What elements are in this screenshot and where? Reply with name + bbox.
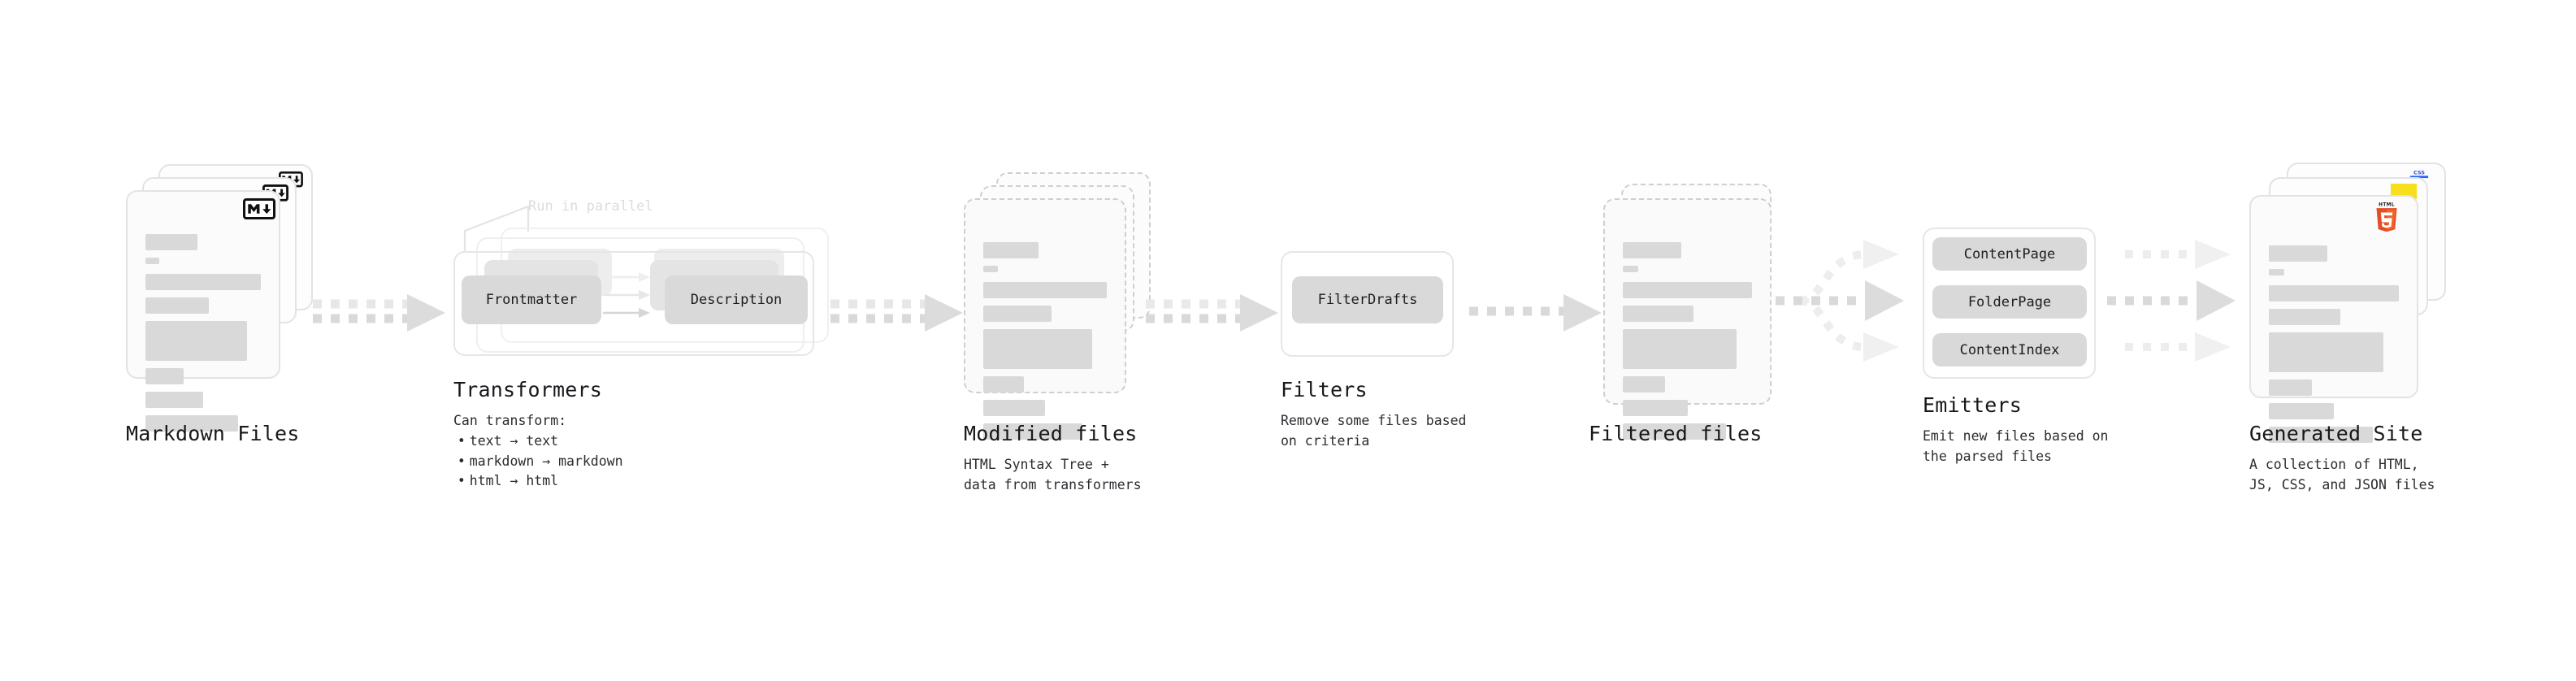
generated-site-caption: Generated Site A collection of HTML, JS,… xyxy=(2249,422,2435,496)
content-line xyxy=(1623,242,1681,258)
filtered-files-title: Filtered files xyxy=(1589,422,1763,445)
emitter-chip-folderpage[interactable]: FolderPage xyxy=(1932,285,2087,319)
connector-markdown-to-transformers xyxy=(313,294,445,332)
content-line xyxy=(983,282,1107,298)
content-line xyxy=(2269,309,2340,325)
modified-files-stack xyxy=(964,172,1151,440)
transformers-title: Transformers xyxy=(453,378,603,401)
emitters-title: Emitters xyxy=(1923,393,2023,417)
filtered-files-caption: Filtered files xyxy=(1589,422,1763,446)
transformers-subtitle-lead: Can transform: xyxy=(453,413,567,428)
content-line xyxy=(2269,403,2334,419)
content-line xyxy=(1623,400,1688,416)
filters-subtitle-line: on criteria xyxy=(1281,432,1370,449)
transformers-bullet-list: text → text markdown → markdown html → h… xyxy=(453,432,623,492)
connector-emitters-to-generated xyxy=(2107,240,2236,362)
html5-icon: HTML xyxy=(2376,202,2397,232)
connector-modified-to-filters xyxy=(1146,294,1278,332)
content-line xyxy=(2269,285,2399,301)
markdown-icon xyxy=(243,198,275,219)
transformers-subtitle: Can transform: text → text markdown → ma… xyxy=(453,411,623,492)
content-line xyxy=(2269,380,2312,396)
transformers-bullet: text → text xyxy=(453,432,623,452)
filters-subtitle-line: Remove some files based xyxy=(1281,413,1467,428)
modified-files-subtitle-line: HTML Syntax Tree + xyxy=(964,457,1109,472)
content-line xyxy=(983,306,1052,322)
transformers-caption: Transformers Can transform: text → text … xyxy=(453,378,623,492)
transformer-chip-frontmatter[interactable]: Frontmatter xyxy=(462,275,601,324)
connector-transformers-to-modified xyxy=(830,294,963,332)
content-line xyxy=(2269,269,2285,275)
content-line xyxy=(145,297,210,314)
generated-site-subtitle-line: JS, CSS, and JSON files xyxy=(2249,476,2435,492)
css3-icon: CSS xyxy=(2409,169,2429,179)
generated-site-subtitle: A collection of HTML, JS, CSS, and JSON … xyxy=(2249,455,2435,496)
svg-text:HTML: HTML xyxy=(2379,202,2395,207)
transformers-bullet: html → html xyxy=(453,471,623,492)
generated-site-stack: CSS HTML xyxy=(2249,163,2446,443)
content-line xyxy=(145,321,247,361)
content-line xyxy=(1623,306,1694,322)
markdown-files-caption: Markdown Files xyxy=(126,422,300,446)
markdown-files-title: Markdown Files xyxy=(126,422,300,445)
markdown-file-front xyxy=(126,190,280,432)
markdown-files-stack xyxy=(126,164,313,432)
filters-subtitle: Remove some files based on criteria xyxy=(1281,411,1466,452)
content-line xyxy=(983,376,1025,393)
filtered-file-front xyxy=(1603,198,1772,440)
modified-files-title: Modified files xyxy=(964,422,1138,445)
content-line xyxy=(145,234,197,250)
content-line xyxy=(1623,282,1752,298)
content-line xyxy=(145,415,238,432)
content-line xyxy=(2269,332,2383,372)
content-line xyxy=(145,392,203,408)
content-line xyxy=(1623,329,1737,369)
transformer-chip-description[interactable]: Description xyxy=(665,275,808,324)
connector-filtered-to-emitters xyxy=(1776,240,1904,362)
connector-filters-to-filtered xyxy=(1469,294,1602,332)
content-line xyxy=(983,400,1045,416)
modified-files-caption: Modified files HTML Syntax Tree + data f… xyxy=(964,422,1142,496)
emitters-caption: Emitters Emit new files based on the par… xyxy=(1923,393,2108,467)
emitter-chip-contentindex[interactable]: ContentIndex xyxy=(1932,333,2087,367)
filtered-files-stack xyxy=(1603,184,1790,440)
content-line xyxy=(1623,423,1727,440)
emitter-chip-contentpage[interactable]: ContentPage xyxy=(1932,237,2087,271)
filters-caption: Filters Remove some files based on crite… xyxy=(1281,378,1466,452)
generated-site-subtitle-line: A collection of HTML, xyxy=(2249,457,2419,472)
content-line xyxy=(1623,266,1639,272)
modified-file-content-lines xyxy=(983,242,1107,447)
transformers-bullet: markdown → markdown xyxy=(453,452,623,472)
modified-files-subtitle-line: data from transformers xyxy=(964,476,1142,492)
content-line xyxy=(983,329,1092,369)
modified-files-subtitle: HTML Syntax Tree + data from transformer… xyxy=(964,455,1142,496)
content-line xyxy=(2269,427,2373,443)
filters-box xyxy=(1281,251,1454,357)
modified-file-front xyxy=(964,198,1126,440)
generated-site-title: Generated Site xyxy=(2249,422,2423,445)
content-line xyxy=(983,266,999,272)
emitters-subtitle-line: Emit new files based on xyxy=(1923,428,2109,444)
content-line xyxy=(983,242,1039,258)
content-line xyxy=(145,274,261,290)
content-line xyxy=(983,423,1082,440)
content-line xyxy=(145,368,184,384)
generated-file-content-lines xyxy=(2269,245,2399,450)
transformer-box-front xyxy=(453,251,814,356)
filter-chip-filterdrafts[interactable]: FilterDrafts xyxy=(1292,276,1443,323)
svg-text:CSS: CSS xyxy=(2413,169,2425,176)
emitters-subtitle-line: the parsed files xyxy=(1923,448,2052,464)
transformer-internal-arrows xyxy=(603,272,650,318)
filtered-file-content-lines xyxy=(1623,242,1752,447)
run-in-parallel-label: Run in parallel xyxy=(528,198,653,215)
content-line xyxy=(2269,245,2327,262)
content-line xyxy=(1623,376,1666,393)
filters-title: Filters xyxy=(1281,378,1368,401)
emitters-box xyxy=(1923,228,2096,379)
emitters-subtitle: Emit new files based on the parsed files xyxy=(1923,427,2108,467)
content-line xyxy=(145,258,160,264)
markdown-file-content-lines xyxy=(145,234,261,439)
run-in-parallel-brace xyxy=(463,205,530,252)
